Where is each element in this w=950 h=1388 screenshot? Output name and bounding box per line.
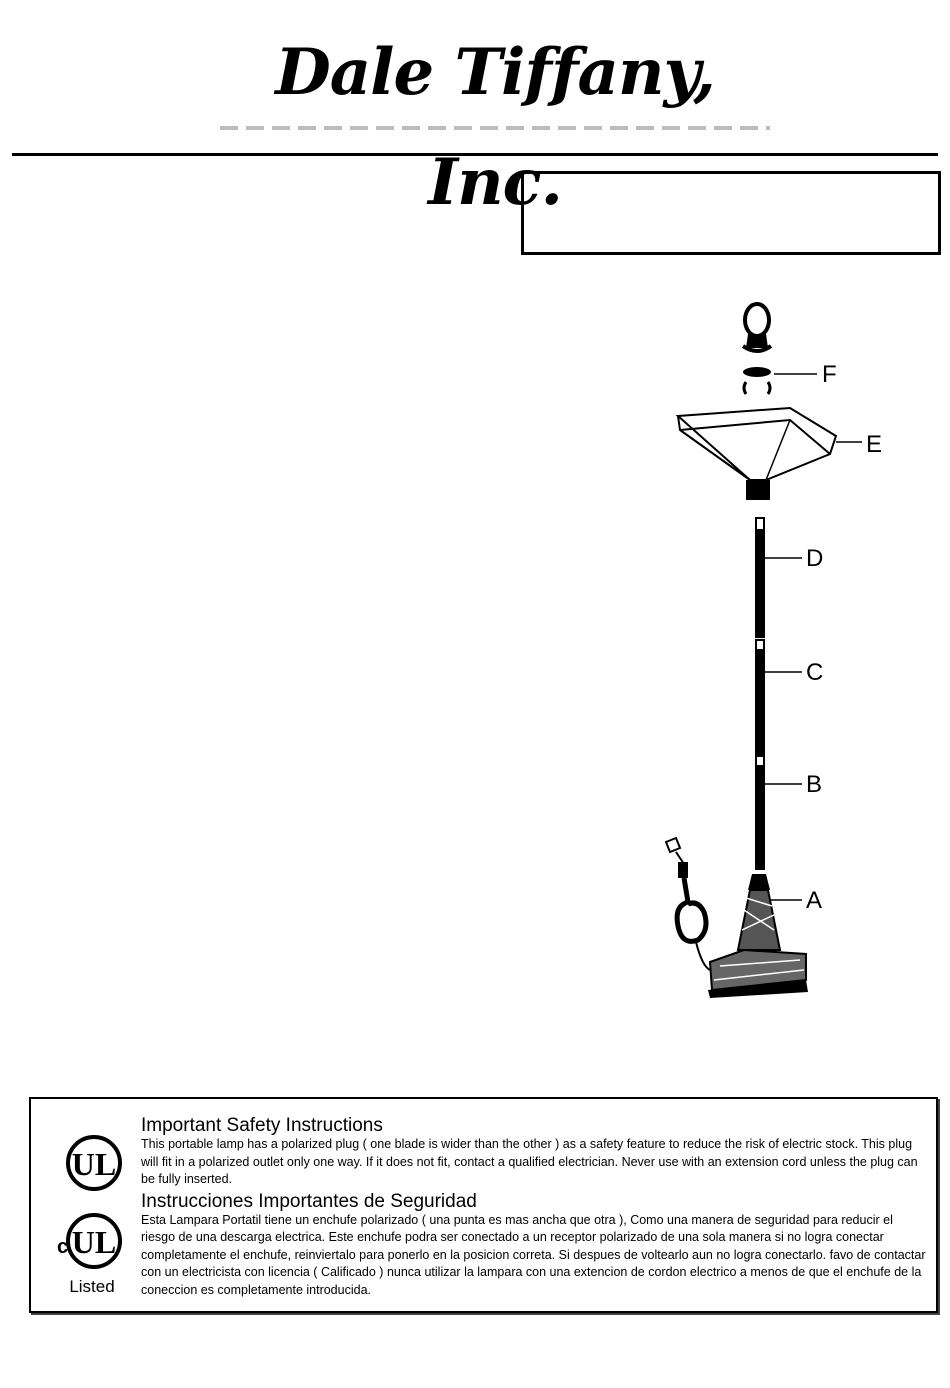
label-c: C	[806, 659, 823, 686]
lamp-assembly-diagram: F E D C B A	[664, 302, 882, 998]
safety-text-column: Important Safety Instructions This porta…	[141, 1115, 926, 1301]
ul-logo-icon: UL UL c	[57, 1135, 122, 1269]
english-safety-heading: Important Safety Instructions	[141, 1115, 383, 1136]
part-b-stem-icon	[755, 755, 802, 870]
english-safety-text: This portable lamp has a polarized plug …	[141, 1137, 918, 1186]
power-cord-plug-icon	[664, 836, 711, 971]
header-divider	[12, 153, 938, 156]
part-c-stem-icon	[755, 639, 802, 756]
part-d-stem-icon	[755, 517, 802, 638]
label-b: B	[806, 771, 822, 798]
spanish-safety-heading: Instrucciones Importantes de Seguridad	[141, 1190, 477, 1212]
label-e: E	[866, 431, 882, 458]
ul-certification-marks: UL UL c Listed	[47, 1111, 137, 1301]
company-logo: Dale Tiffany, Inc.	[275, 35, 716, 220]
socket-icon	[741, 302, 773, 353]
svg-text:UL: UL	[72, 1224, 116, 1260]
safety-instructions-box: UL UL c Listed Important Safety Instruct…	[29, 1097, 938, 1313]
part-e-shade-icon	[675, 406, 862, 500]
part-f-icon	[742, 367, 817, 395]
label-f: F	[822, 361, 837, 388]
logo-underline-strip	[220, 126, 770, 130]
part-a-base-icon	[708, 874, 808, 998]
svg-text:c: c	[57, 1236, 68, 1258]
svg-text:UL: UL	[72, 1146, 116, 1182]
ul-listed-label: Listed	[69, 1277, 115, 1296]
model-number-box	[521, 171, 941, 255]
spanish-safety-text: Esta Lampara Portatil tiene un enchufe p…	[141, 1212, 926, 1297]
label-a: A	[806, 887, 822, 914]
label-d: D	[806, 545, 823, 572]
